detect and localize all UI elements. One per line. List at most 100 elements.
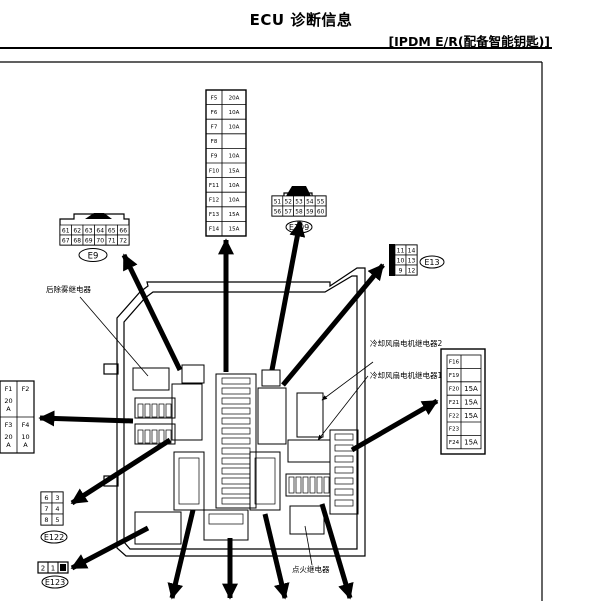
connector-pin: 71 (108, 237, 116, 244)
fuse-slot (221, 397, 251, 405)
connector-pin: 68 (73, 237, 81, 244)
fuse-slot (323, 476, 330, 494)
fuse-top-id: F9 (211, 154, 218, 160)
fuse-top-id: F11 (209, 183, 219, 189)
fuse-slot (334, 499, 354, 507)
fuse-left-id: F1 (5, 385, 13, 393)
arrow-to-e9 (121, 253, 183, 372)
arrow-to-e122 (70, 437, 172, 506)
fuse-slot (334, 444, 354, 452)
connector-pin: 8 (44, 516, 48, 524)
connector-pin-cell (117, 234, 130, 246)
fuse-top-rating: 10A (229, 183, 240, 189)
fuse-slot (221, 447, 251, 455)
arrow-to-e109 (269, 220, 306, 371)
fuse-slot (221, 437, 251, 445)
arrow-bottom-1 (167, 509, 196, 600)
connector-pin-cell (405, 264, 418, 276)
fuse-right-rating: 15A (464, 439, 478, 447)
fuse-slot (221, 457, 251, 465)
label-rear-defogger-relay: 后除雾继电器 (46, 284, 91, 294)
connector-pin: 14 (408, 247, 416, 254)
fuse-top-rating: 10A (229, 198, 240, 204)
fuse-right-id: F24 (449, 440, 460, 446)
relay-inner (208, 513, 244, 525)
label-ignition-relay: 点火继电器 (292, 564, 330, 574)
label-cooling-fan-relay-2: 冷却风扇电机继电器2 (370, 338, 442, 348)
connector-pin: 7 (44, 505, 48, 513)
connector-pin: 2 (41, 565, 45, 573)
connector-pin-cell (314, 205, 327, 217)
callout-leaders (79, 296, 374, 566)
connector-pin: 61 (62, 227, 70, 234)
fuse-left-rating: A (6, 441, 11, 449)
connector-e123-label: E123 (45, 578, 65, 587)
connector-pin: 57 (285, 209, 293, 215)
fuse-slot (221, 477, 251, 485)
connector-pin: 52 (285, 199, 293, 205)
fuse-slot (221, 377, 251, 385)
fuse-slot (165, 403, 172, 418)
connector-pin: 55 (317, 199, 325, 205)
fuse-left-rating: 10 (21, 433, 29, 441)
fuse-right-rating: 15A (464, 385, 478, 393)
arrow-to-e123 (70, 525, 150, 571)
fuse-slot (288, 476, 295, 494)
connector-pin: 62 (73, 227, 81, 234)
fuse-slot (334, 488, 354, 496)
connector-pin: 6 (44, 494, 48, 502)
fuse-slot (151, 429, 158, 444)
connector-pin: 54 (306, 199, 314, 205)
fuse-right-rating: 15A (464, 398, 478, 406)
fuse-slot (221, 407, 251, 415)
fuse-top-rating: 10A (229, 110, 240, 116)
fuse-top-id: F10 (209, 168, 220, 174)
fuse-slot (295, 476, 302, 494)
fuse-slot (221, 417, 251, 425)
connector-pin: 13 (408, 257, 416, 264)
fuse-top-id: F13 (209, 212, 220, 218)
fuse-slot (158, 403, 165, 418)
fuse-right-id: F20 (449, 387, 460, 393)
fuse-top-id: F8 (211, 139, 218, 145)
leader-ignition-relay (304, 525, 313, 566)
connector-pin: 9 (399, 267, 403, 274)
fuse-left-rating: A (6, 405, 11, 413)
connector-pin: 69 (85, 237, 93, 244)
connector-pin: 64 (96, 227, 104, 234)
connector-pin: 65 (108, 227, 116, 234)
relay-inner (254, 457, 276, 505)
leader-rear-defogger (79, 296, 149, 377)
fuse-top-rating: 15A (229, 227, 240, 233)
fuse-top-id: F14 (209, 227, 220, 233)
fuse-slot (137, 403, 144, 418)
page-title: ECU 诊断信息 (249, 11, 353, 29)
connector-pin: 56 (274, 209, 282, 215)
fuse-slot (144, 403, 151, 418)
arrow-to-left-fuses (38, 410, 134, 427)
connector-pin: 66 (119, 227, 127, 234)
fuse-slot (158, 429, 165, 444)
fuse-slot (334, 477, 354, 485)
fuse-right-rating: 15A (464, 412, 478, 420)
arrow-to-e13 (281, 263, 385, 387)
fuse-left-id: F3 (5, 421, 13, 429)
connector-pin: 63 (85, 227, 93, 234)
fuse-left-id: F2 (22, 385, 30, 393)
fuse-top-id: F7 (211, 125, 218, 131)
fuse-left-rating: 20 (4, 397, 12, 405)
leader-fan-relay-2 (321, 361, 374, 401)
relay-inner (178, 457, 200, 505)
label-cooling-fan-relay-1: 冷却风扇电机继电器1 (370, 370, 442, 380)
fuse-top-id: F5 (211, 95, 218, 101)
connector-pin: 60 (317, 209, 325, 215)
fuse-left-rating: A (23, 441, 28, 449)
fuse-slot (151, 403, 158, 418)
connector-pin: 67 (62, 237, 70, 244)
